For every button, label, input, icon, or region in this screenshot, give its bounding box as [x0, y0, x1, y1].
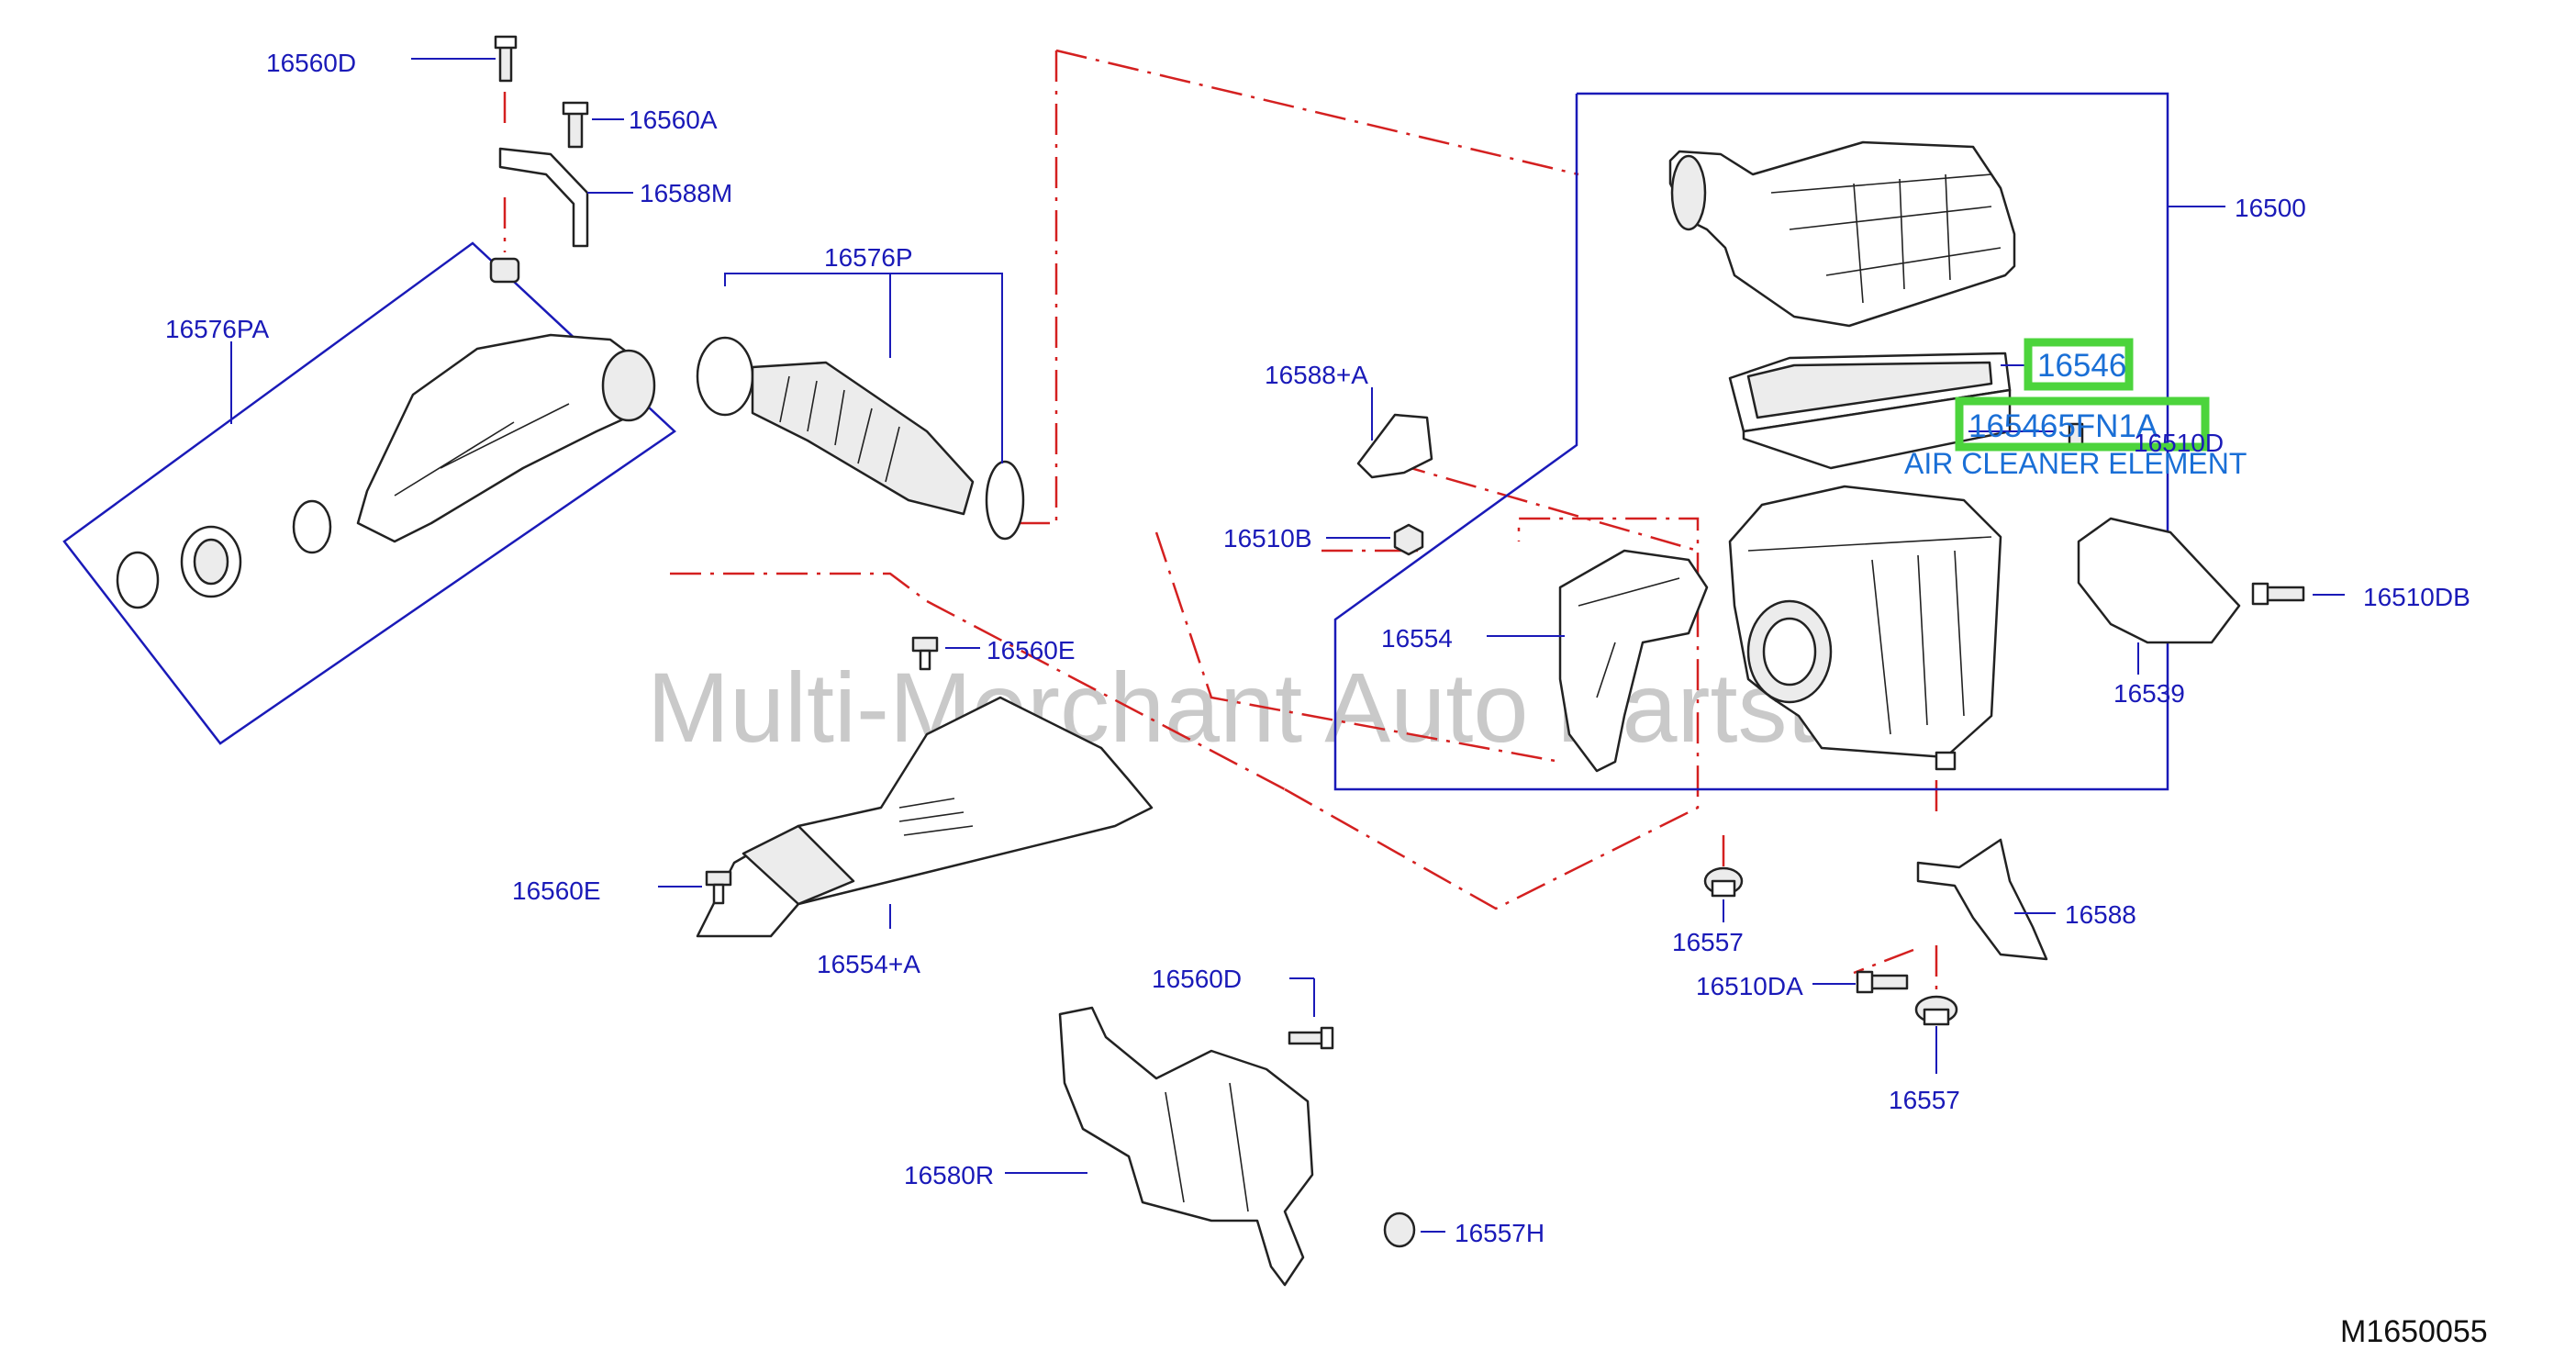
assembly-boxes: [62, 92, 2169, 791]
label-air-cleaner-element: AIR CLEANER ELEMENT: [1904, 447, 2247, 480]
label-16557H[interactable]: 16557H: [1455, 1219, 1544, 1247]
leader-lines: [230, 58, 2345, 1233]
bracket-16588A: [1356, 413, 1433, 479]
watermark: Multi-Merchant Auto Partstore: [647, 652, 1958, 763]
label-16560E-mid[interactable]: 16560E: [987, 636, 1076, 664]
label-16500[interactable]: 16500: [2235, 194, 2306, 222]
highlight-165465FN1A: [1955, 396, 2210, 452]
clip-16557H: [1383, 1211, 1416, 1248]
grommet-top: [489, 257, 520, 284]
grommet-16557-low: [1914, 995, 1958, 1026]
air-cleaner-upper-cover: [1668, 140, 2016, 328]
bracket-16588: [1916, 838, 2048, 961]
nut-16510B: [1393, 523, 1424, 556]
label-16510DB[interactable]: 16510DB: [2363, 583, 2470, 611]
label-16510B[interactable]: 16510B: [1223, 524, 1312, 553]
grommet-16557-mid: [1703, 866, 1744, 898]
bolt-16510DB: [2251, 582, 2305, 606]
label-16576PA[interactable]: 16576PA: [165, 315, 269, 343]
bracket-16588M: [498, 147, 589, 248]
highlight-boxes: [1955, 338, 2210, 452]
air-duct-hose-16576P: [696, 336, 1025, 541]
label-16554[interactable]: 16554: [1381, 624, 1453, 653]
label-16560D-low[interactable]: 16560D: [1152, 965, 1242, 993]
bolt-16560D-top: [494, 35, 518, 83]
label-16580R[interactable]: 16580R: [904, 1161, 994, 1189]
duct-16554: [1558, 549, 1709, 773]
air-filter-element: [1728, 352, 2012, 470]
label-16557-mid[interactable]: 16557: [1672, 928, 1744, 956]
label-16560A[interactable]: 16560A: [629, 106, 718, 134]
label-16588A[interactable]: 16588+A: [1265, 361, 1368, 389]
clip-16560E-low: [705, 870, 732, 905]
label-16546[interactable]: 16546: [2037, 348, 2126, 384]
highlight-16546: [2024, 338, 2134, 391]
bolt-16560D-low: [1288, 1026, 1334, 1050]
part-labels: 16560D 16560A 16588M 16576PA 16576P 1658…: [165, 49, 2470, 1247]
label-16560E-low[interactable]: 16560E: [512, 876, 601, 905]
bracket-16539: [2077, 517, 2241, 644]
air-cleaner-lower-case: [1728, 485, 2002, 771]
label-165465FN1A[interactable]: 165465FN1A: [1968, 408, 2158, 444]
label-16510D[interactable]: 16510D: [2134, 429, 2224, 457]
label-16588M[interactable]: 16588M: [640, 179, 732, 207]
label-16576P[interactable]: 16576P: [824, 243, 913, 272]
diagram-code: M1650055: [2340, 1314, 2488, 1349]
label-16539[interactable]: 16539: [2113, 679, 2185, 708]
bolt-16510DA: [1856, 970, 1909, 994]
label-16557-low[interactable]: 16557: [1889, 1086, 1960, 1114]
splash-guard-16580R: [1058, 1006, 1314, 1287]
resonator-16554A: [696, 696, 1154, 938]
clip-16560E-mid: [911, 636, 939, 671]
label-16560D-top[interactable]: 16560D: [266, 49, 356, 77]
label-16554A[interactable]: 16554+A: [817, 950, 920, 978]
label-16510DA[interactable]: 16510DA: [1696, 972, 1803, 1000]
label-16588[interactable]: 16588: [2065, 900, 2136, 929]
air-duct-16576PA: [116, 333, 656, 609]
bolt-16560A: [562, 101, 589, 149]
